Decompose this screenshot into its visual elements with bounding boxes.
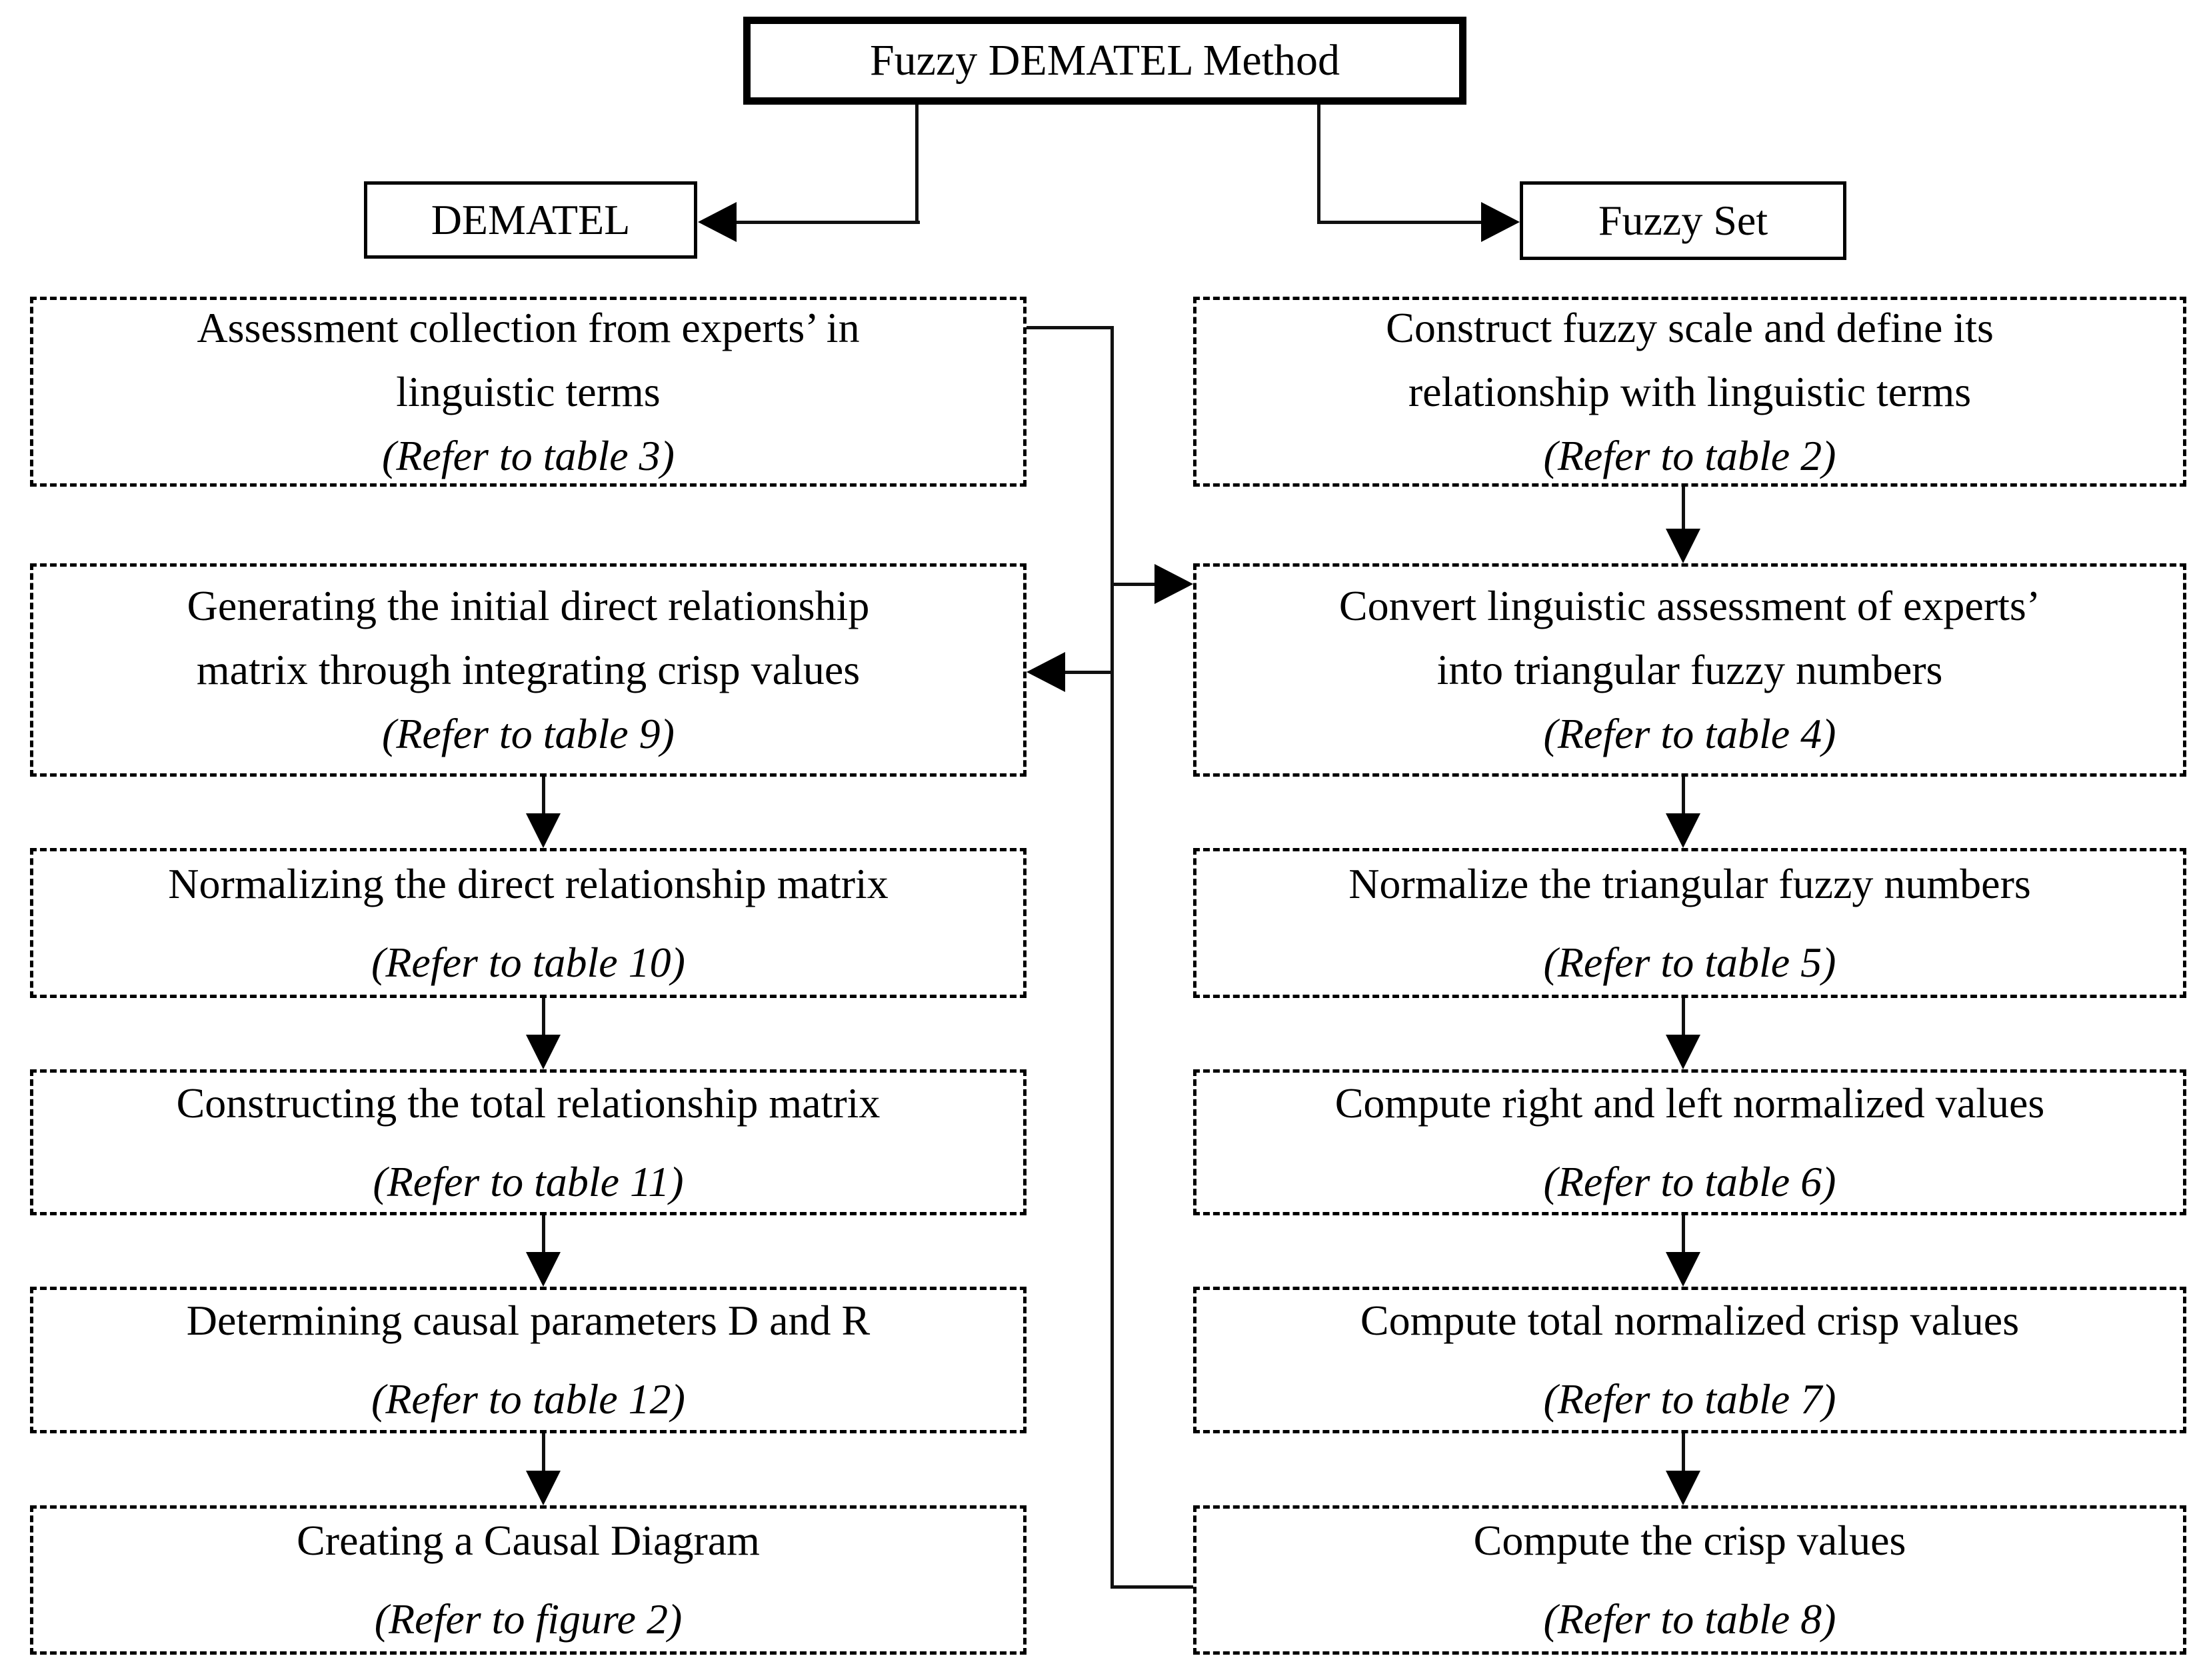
arrowhead-down-icon — [526, 1035, 561, 1069]
connector-line — [1682, 1433, 1685, 1472]
right-step-box-5: Compute total normalized crisp values (R… — [1193, 1287, 2186, 1433]
arrowhead-right-icon — [1154, 564, 1193, 604]
right-step-box-4: Compute right and left normalized values… — [1193, 1069, 2186, 1215]
arrowhead-down-icon — [526, 813, 561, 848]
connector-line — [727, 221, 920, 224]
connector-line — [1027, 326, 1114, 329]
step-text: Normalize the triangular fuzzy numbers — [1348, 859, 2031, 907]
step-ref: (Refer to table 7) — [1543, 1375, 1836, 1423]
connector-line — [1110, 326, 1114, 1588]
arrowhead-down-icon — [1666, 813, 1700, 848]
step-ref: (Refer to table 4) — [1543, 710, 1836, 757]
step-ref: (Refer to table 10) — [371, 938, 685, 986]
right-step-box-1: Construct fuzzy scale and define its rel… — [1193, 297, 2186, 487]
step-text: Compute right and left normalized values — [1334, 1079, 2045, 1127]
title-box: Fuzzy DEMATEL Method — [743, 17, 1466, 105]
step-ref: (Refer to table 12) — [371, 1375, 685, 1423]
left-step-box-1: Assessment collection from experts’ in l… — [30, 297, 1027, 487]
arrowhead-left-icon — [1027, 652, 1065, 692]
arrowhead-down-icon — [1666, 1471, 1700, 1505]
step-text: Convert linguistic assessment of experts… — [1338, 582, 2041, 693]
step-ref: (Refer to table 6) — [1543, 1157, 1836, 1205]
connector-line — [1317, 221, 1484, 224]
step-ref: (Refer to table 3) — [382, 431, 675, 479]
arrowhead-down-icon — [1666, 1252, 1700, 1287]
arrowhead-right-icon — [1481, 202, 1520, 242]
flowchart-title: Fuzzy DEMATEL Method — [869, 36, 1340, 85]
arrowhead-down-icon — [1666, 1035, 1700, 1069]
connector-line — [1064, 671, 1114, 674]
left-step-box-2: Generating the initial direct relationsh… — [30, 563, 1027, 777]
connector-line — [1682, 998, 1685, 1036]
connector-line — [1682, 487, 1685, 530]
branch-label-fuzzy-set: Fuzzy Set — [1598, 196, 1768, 244]
step-ref: (Refer to table 8) — [1543, 1595, 1836, 1643]
step-text: Construct fuzzy scale and define its rel… — [1386, 303, 1994, 415]
right-step-box-3: Normalize the triangular fuzzy numbers (… — [1193, 848, 2186, 998]
step-text: Generating the initial direct relationsh… — [187, 582, 870, 693]
left-step-box-3: Normalizing the direct relationship matr… — [30, 848, 1027, 998]
connector-line — [1317, 105, 1320, 222]
arrowhead-down-icon — [526, 1252, 561, 1287]
connector-line — [542, 777, 545, 815]
step-text: Compute total normalized crisp values — [1360, 1297, 2020, 1344]
branch-label-dematel: DEMATEL — [431, 195, 631, 243]
step-text: Creating a Causal Diagram — [297, 1517, 760, 1564]
connector-line — [1682, 1215, 1685, 1253]
step-ref: (Refer to figure 2) — [374, 1595, 683, 1643]
connector-line — [1682, 777, 1685, 815]
left-step-box-4: Constructing the total relationship matr… — [30, 1069, 1027, 1215]
step-text: Assessment collection from experts’ in l… — [197, 303, 860, 415]
left-step-box-5: Determining causal parameters D and R (R… — [30, 1287, 1027, 1433]
connector-line — [542, 998, 545, 1036]
arrowhead-down-icon — [526, 1471, 561, 1505]
step-text: Compute the crisp values — [1473, 1517, 1906, 1564]
step-text: Constructing the total relationship matr… — [176, 1079, 881, 1127]
step-ref: (Refer to table 11) — [373, 1157, 684, 1205]
branch-box-fuzzy-set: Fuzzy Set — [1520, 181, 1846, 260]
step-ref: (Refer to table 2) — [1543, 431, 1836, 479]
branch-box-dematel: DEMATEL — [364, 181, 697, 259]
connector-line — [542, 1433, 545, 1472]
arrowhead-left-icon — [698, 202, 737, 242]
right-step-box-6: Compute the crisp values (Refer to table… — [1193, 1505, 2186, 1655]
connector-line — [1110, 583, 1157, 586]
step-ref: (Refer to table 9) — [382, 710, 675, 757]
left-step-box-6: Creating a Causal Diagram (Refer to figu… — [30, 1505, 1027, 1655]
step-ref: (Refer to table 5) — [1543, 938, 1836, 986]
connector-line — [915, 105, 919, 222]
arrowhead-down-icon — [1666, 529, 1700, 563]
step-text: Determining causal parameters D and R — [186, 1297, 871, 1344]
connector-line — [542, 1215, 545, 1253]
right-step-box-2: Convert linguistic assessment of experts… — [1193, 563, 2186, 777]
connector-line — [1110, 1585, 1193, 1589]
step-text: Normalizing the direct relationship matr… — [168, 859, 889, 907]
